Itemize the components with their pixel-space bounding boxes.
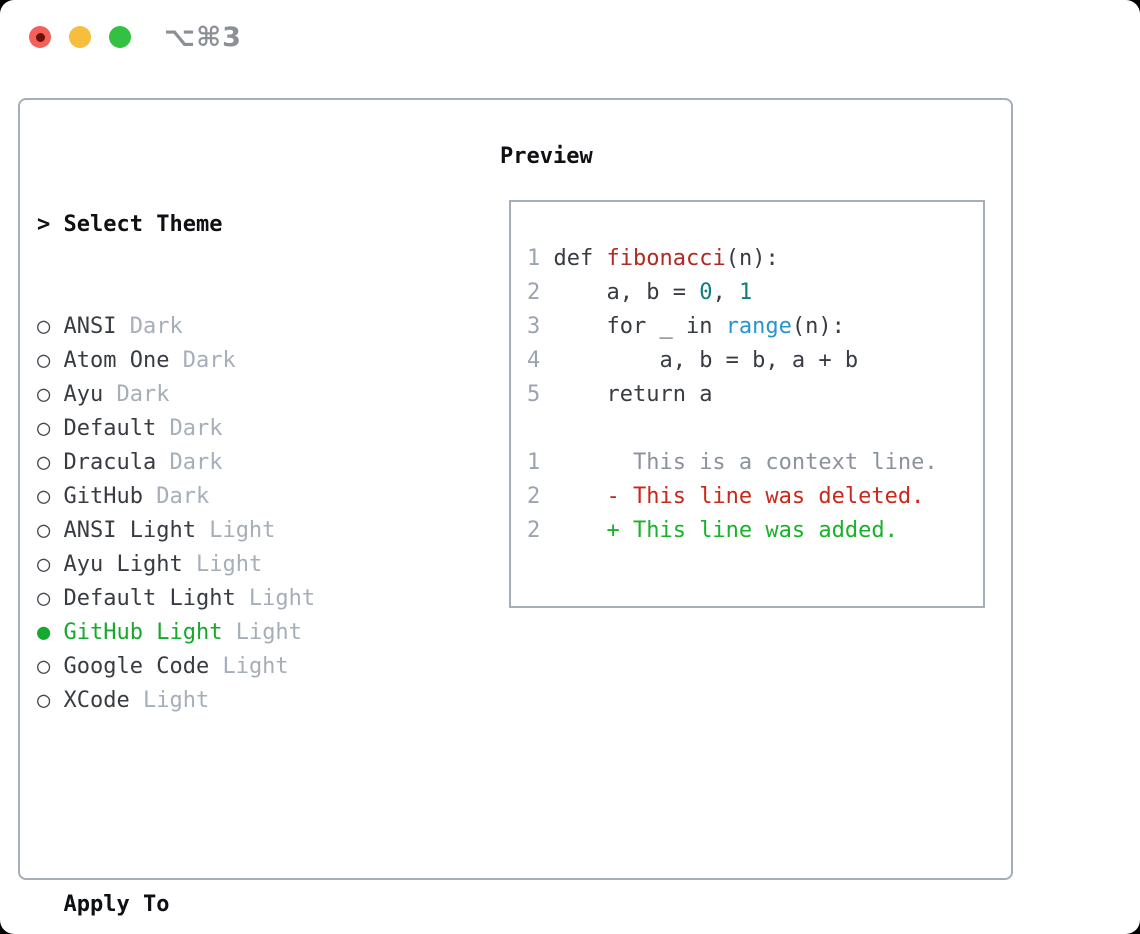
- theme-option-ayu-light[interactable]: ○ Ayu Light Light: [37, 548, 408, 582]
- code-token-number: 0: [699, 280, 713, 305]
- theme-variant-label: Light: [129, 688, 210, 713]
- code-token-plain: for _ in: [540, 314, 726, 339]
- select-theme-header: > Select Theme: [37, 208, 408, 242]
- titlebar: ⌥⌘3: [0, 0, 1140, 72]
- code-line-6: [527, 412, 983, 446]
- theme-option-label: GitHub: [63, 484, 143, 509]
- radio-icon: ○: [37, 484, 64, 509]
- apply-to-indent: [37, 892, 64, 917]
- spacer: [37, 786, 408, 820]
- theme-option-label: ANSI Light: [63, 518, 196, 543]
- code-line-2: 2 a, b = 0, 1: [527, 276, 983, 310]
- theme-option-label: XCode: [63, 688, 130, 713]
- theme-variant-label: Dark: [116, 314, 183, 339]
- theme-option-label: Default Light: [63, 586, 236, 611]
- code-line-1: 1 def fibonacci(n):: [527, 242, 983, 276]
- theme-option-label: Ayu: [63, 382, 104, 407]
- theme-variant-label: Light: [235, 586, 316, 611]
- code-line-4: 4 a, b = b, a + b: [527, 344, 983, 378]
- code-token-number: 1: [738, 280, 753, 305]
- theme-option-github[interactable]: ○ GitHub Dark: [37, 480, 408, 514]
- select-theme-title: Select Theme: [63, 212, 223, 237]
- radio-selected-icon: ●: [37, 620, 64, 645]
- theme-variant-label: Dark: [156, 416, 223, 441]
- theme-option-default[interactable]: ○ Default Dark: [37, 412, 408, 446]
- theme-option-dracula[interactable]: ○ Dracula Dark: [37, 446, 408, 480]
- radio-icon: ○: [37, 518, 64, 543]
- radio-icon: ○: [37, 450, 64, 475]
- prompt-caret-icon: >: [37, 212, 64, 237]
- radio-icon: ○: [37, 586, 64, 611]
- radio-icon: ○: [37, 382, 64, 407]
- code-token-linenum: 3: [527, 314, 541, 339]
- code-token-plain: def: [540, 246, 607, 271]
- code-token-linenum: 2: [527, 484, 541, 509]
- minimize-button[interactable]: [69, 26, 91, 48]
- apply-to-title: Apply To: [63, 892, 170, 917]
- radio-icon: ○: [37, 688, 64, 713]
- window-shortcut-label: ⌥⌘3: [164, 22, 242, 53]
- code-line-9: 2 + This line was added.: [527, 514, 983, 548]
- preview-header: Preview: [500, 144, 593, 169]
- radio-icon: ○: [37, 552, 64, 577]
- theme-option-atom-one[interactable]: ○ Atom One Dark: [37, 344, 408, 378]
- close-button[interactable]: [29, 26, 51, 48]
- maximize-button[interactable]: [109, 26, 131, 48]
- theme-variant-label: Dark: [169, 348, 236, 373]
- code-token-linenum: 2: [527, 518, 541, 543]
- theme-option-ansi[interactable]: ○ ANSI Dark: [37, 310, 408, 344]
- theme-selector-panel: > Select Theme ○ ANSI Dark○ Atom One Dar…: [18, 98, 1013, 917]
- radio-icon: ○: [37, 416, 64, 441]
- theme-variant-label: Dark: [142, 484, 210, 509]
- code-token-context: This is a context line.: [540, 450, 938, 475]
- code-token-linenum: 1: [527, 246, 541, 271]
- theme-option-default-light[interactable]: ○ Default Light Light: [37, 582, 408, 616]
- theme-variant-label: Light: [182, 552, 263, 577]
- theme-variant-label: Light: [222, 620, 302, 645]
- close-indicator-dot-icon: [35, 32, 45, 42]
- theme-variant-label: Light: [209, 654, 289, 679]
- theme-option-label: Ayu Light: [63, 552, 183, 577]
- radio-icon: ○: [37, 314, 64, 339]
- theme-list-column: > Select Theme ○ ANSI Dark○ Atom One Dar…: [37, 140, 408, 934]
- theme-option-label: Dracula: [63, 450, 157, 475]
- theme-list: ○ ANSI Dark○ Atom One Dark○ Ayu Dark○ De…: [37, 310, 408, 718]
- theme-option-ayu[interactable]: ○ Ayu Dark: [37, 378, 408, 412]
- radio-icon: ○: [37, 654, 64, 679]
- theme-option-xcode[interactable]: ○ XCode Light: [37, 684, 408, 718]
- code-token-linenum: 2: [527, 280, 541, 305]
- code-token-linenum: 1: [527, 450, 541, 475]
- code-line-7: 1 This is a context line.: [527, 446, 983, 480]
- code-token-added: + This line was added.: [540, 518, 898, 543]
- radio-icon: ○: [37, 348, 64, 373]
- code-token-linenum: 5: [527, 382, 541, 407]
- theme-variant-label: Dark: [103, 382, 170, 407]
- code-token-builtin: range: [725, 314, 792, 339]
- code-token-plain: a, b = b, a + b: [540, 348, 859, 373]
- theme-option-label: Default: [63, 416, 157, 441]
- code-token-plain: ,: [712, 280, 739, 305]
- code-line-5: 5 return a: [527, 378, 983, 412]
- code-token-plain: (n):: [725, 246, 779, 271]
- theme-option-label: Atom One: [63, 348, 170, 373]
- code-token-plain: a, b =: [540, 280, 700, 305]
- theme-option-label: ANSI: [63, 314, 117, 339]
- code-token-plain: (n):: [791, 314, 845, 339]
- theme-option-ansi-light[interactable]: ○ ANSI Light Light: [37, 514, 408, 548]
- code-token-linenum: 4: [527, 348, 541, 373]
- code-token-function: fibonacci: [606, 246, 726, 271]
- code-line-3: 3 for _ in range(n):: [527, 310, 983, 344]
- code-token-deleted: - This line was deleted.: [540, 484, 925, 509]
- code-token-plain: return a: [540, 382, 713, 407]
- code-line-8: 2 - This line was deleted.: [527, 480, 983, 514]
- theme-option-github-light[interactable]: ● GitHub Light Light: [37, 616, 408, 650]
- theme-option-google-code[interactable]: ○ Google Code Light: [37, 650, 408, 684]
- theme-option-label: GitHub Light: [63, 620, 223, 645]
- apply-to-header: Apply To: [37, 888, 408, 922]
- theme-option-label: Google Code: [63, 654, 210, 679]
- theme-variant-label: Light: [195, 518, 276, 543]
- theme-variant-label: Dark: [156, 450, 223, 475]
